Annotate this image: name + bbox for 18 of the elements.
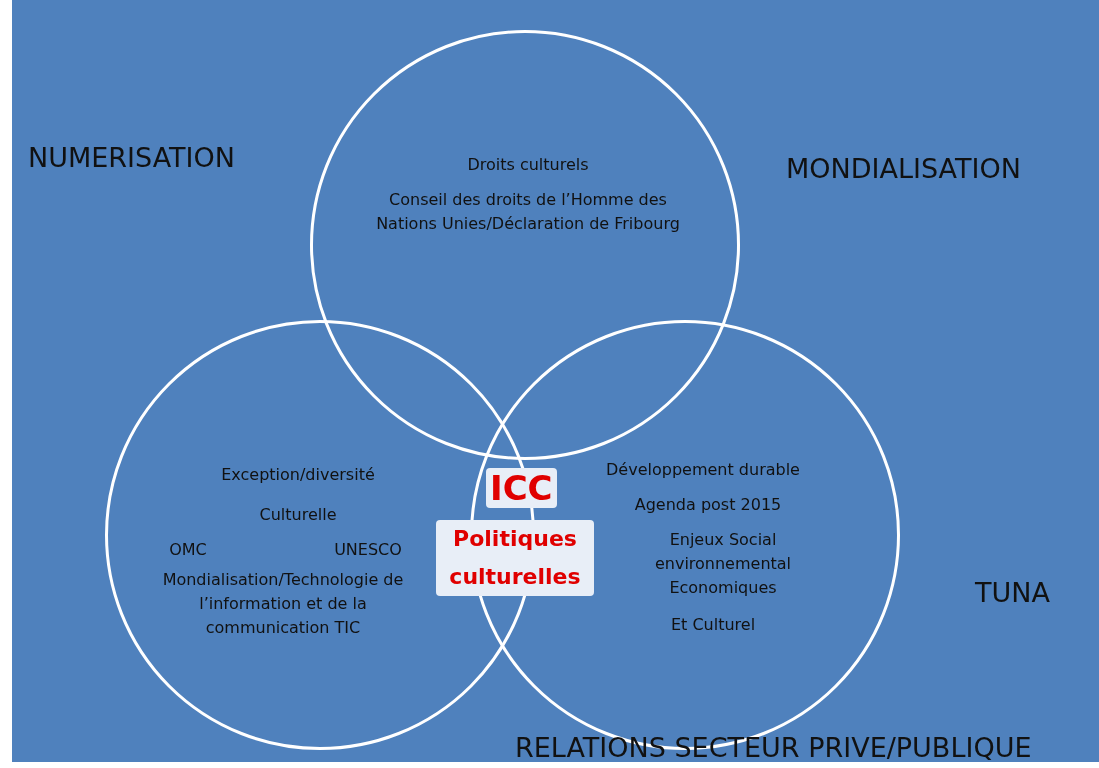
region-label: MONDIALISATION: [786, 153, 1021, 184]
region-label: RELATIONS SECTEUR PRIVE/PUBLIQUE: [515, 732, 1032, 763]
circle-text: Enjeux Social environnemental Economiques: [653, 529, 793, 599]
circle-text: Et Culturel: [669, 614, 757, 636]
circle-text: OMC: [168, 539, 208, 561]
region-label: NUMERISATION: [28, 142, 235, 173]
circle-text: Droits culturels: [466, 154, 590, 176]
circle-text: Agenda post 2015: [633, 494, 783, 516]
circle-text: UNESCO: [333, 539, 403, 561]
circle-text: Culturelle: [258, 504, 338, 526]
circle-text: Mondialisation/Technologie de l’information et de la communication TIC: [161, 569, 405, 639]
circle-text: Conseil des droits de l’Homme des Nations Unies/Déclaration de Fribourg: [375, 189, 681, 235]
region-label: ICC: [486, 468, 557, 508]
circle-text: Exception/diversité: [220, 464, 376, 486]
region-label: TUNA: [975, 577, 1050, 608]
region-label: Politiques culturelles: [436, 520, 594, 596]
venn-circle: [310, 30, 740, 460]
circle-text: Développement durable: [605, 459, 801, 481]
